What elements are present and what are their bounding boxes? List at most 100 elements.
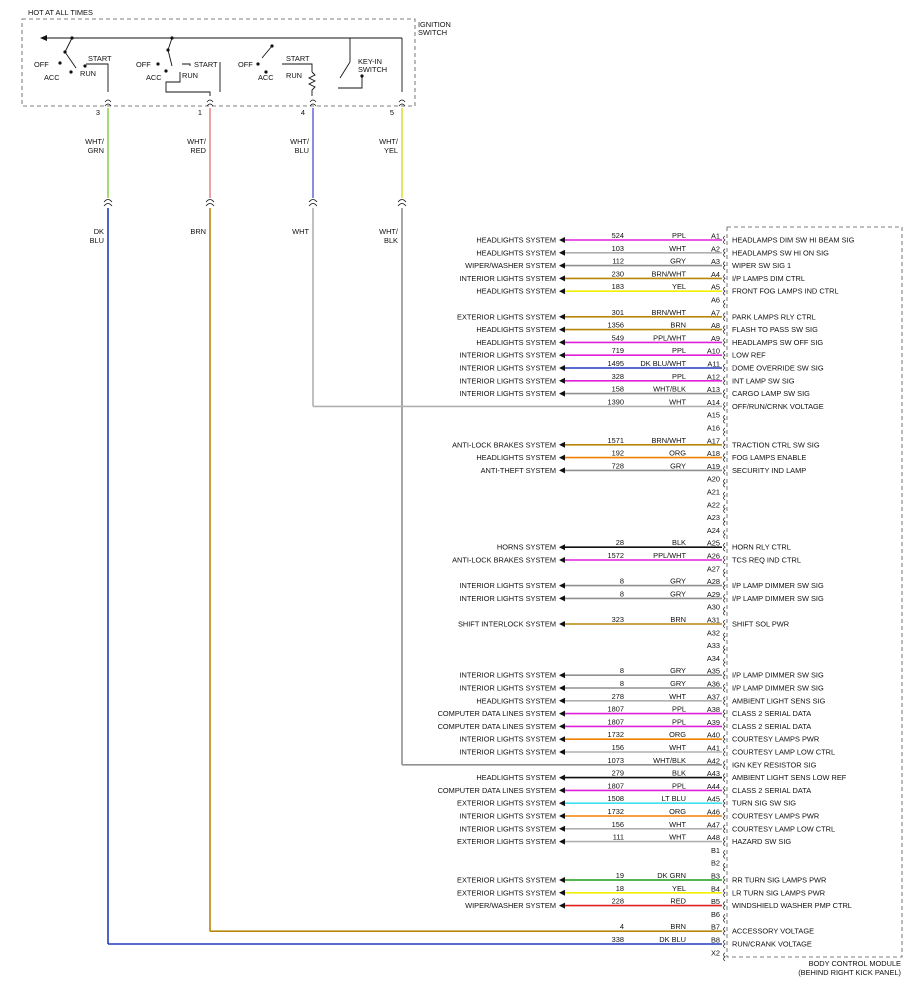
pin-label: B7: [711, 923, 720, 932]
switch4-resistor: [307, 71, 317, 96]
connector-terminal: [723, 914, 726, 923]
pin-label: A25: [707, 539, 720, 548]
connector-terminal: [723, 939, 726, 949]
keyin-blade: [339, 61, 351, 79]
pin-label: A7: [711, 308, 720, 317]
wire-color-label: GRY: [670, 461, 686, 470]
connector-terminal: [723, 568, 726, 578]
wire-arrow: [559, 557, 565, 563]
wire-color-label: PPL: [672, 781, 686, 790]
bcm-pin-row-b6: B6: [711, 910, 726, 923]
bcm-pin-row-a15: A15: [707, 411, 726, 424]
circuit-number: 156: [612, 743, 624, 752]
switch-pin-number: 5: [390, 108, 394, 117]
connector-terminal: [723, 901, 726, 910]
wire-color-label: RED: [670, 897, 686, 906]
circuit-number: 228: [612, 897, 624, 906]
wire-arrow: [559, 774, 565, 781]
pin-function-label: OFF/RUN/CRNK VOLTAGE: [732, 402, 824, 411]
connector-terminal: [723, 312, 726, 322]
pin-label: A6: [711, 296, 720, 305]
wire-arrow: [559, 838, 565, 845]
pin-function-label: TURN SIG SW SIG: [732, 799, 796, 808]
bcm-pin-row-a6: A6: [711, 296, 726, 309]
wire-arrow: [559, 339, 565, 346]
wire-arrow: [559, 237, 565, 243]
pin-function-label: CLASS 2 SERIAL DATA: [732, 786, 811, 795]
pin-label: A10: [707, 347, 720, 356]
switch1-start-lead: [182, 63, 191, 66]
system-label: EXTERIOR LIGHTS SYSTEM: [457, 876, 556, 885]
lower-color-label: WHT: [292, 227, 309, 236]
system-label: SHIFT INTERLOCK SYSTEM: [458, 620, 556, 629]
upper-color-label: WHT/: [85, 137, 105, 146]
pin-label: A45: [707, 795, 720, 804]
connector-terminal: [723, 338, 726, 347]
system-label: INTERIOR LIGHTS SYSTEM: [459, 581, 556, 590]
connector-terminal: [723, 773, 726, 782]
system-label: WIPER/WASHER SYSTEM: [465, 261, 556, 270]
circuit-number: 158: [612, 385, 624, 394]
connector-terminal: [723, 376, 726, 386]
system-label: INTERIOR LIGHTS SYSTEM: [459, 671, 556, 680]
pin-function-label: CARGO LAMP SW SIG: [732, 389, 810, 398]
connector-terminal: [723, 363, 726, 373]
wire-color-label: BRN: [670, 615, 686, 624]
wire-color-label: PPL: [672, 372, 686, 381]
connector-terminal: [723, 466, 726, 475]
wire-arrow: [559, 454, 565, 461]
system-label: ANTI-LOCK BRAKES SYSTEM: [452, 440, 556, 449]
switch3-off-label: OFF: [34, 60, 49, 69]
wire-color-label: PPL/WHT: [653, 551, 686, 560]
pin-label: A11: [707, 360, 720, 369]
connector-terminal: [723, 402, 726, 411]
system-label: EXTERIOR LIGHTS SYSTEM: [457, 888, 556, 897]
pin-function-label: SECURITY IND LAMP: [732, 466, 806, 475]
circuit-number: 8: [620, 589, 624, 598]
connector-terminal: [723, 952, 726, 962]
switch-terminal: [309, 99, 317, 107]
wire-arrow: [559, 365, 565, 371]
connector-terminal: [723, 709, 726, 718]
pin-label: A19: [707, 462, 720, 471]
pin-function-label: IGN KEY RESISTOR SIG: [732, 760, 817, 769]
pin-label: A20: [707, 475, 720, 484]
circuit-number: 338: [612, 935, 624, 944]
pin-label: B8: [711, 936, 720, 945]
switch-terminal: [104, 99, 112, 107]
hot-at-all-times-label: HOT AT ALL TIMES: [28, 8, 93, 17]
wire-color-label: PPL/WHT: [653, 333, 686, 342]
pin-label: A9: [711, 334, 720, 343]
system-label: COMPUTER DATA LINES SYSTEM: [438, 786, 556, 795]
pin-label: A23: [707, 513, 720, 522]
pin-label: A27: [707, 564, 720, 573]
wire-color-label: GRY: [670, 257, 686, 266]
circuit-number: 1807: [608, 717, 624, 726]
switch4-acc-label: ACC: [258, 73, 274, 82]
switch1-lever: [167, 37, 173, 51]
bcm-pin-row-x2: X2: [711, 948, 726, 962]
circuit-number: 192: [612, 449, 624, 458]
connector-terminal: [723, 555, 726, 565]
switch1-blade: [167, 49, 173, 67]
connector-terminal: [723, 542, 726, 552]
switch3-start-label: START: [88, 54, 112, 63]
wire-arrow: [559, 441, 565, 448]
pin-function-label: FOG LAMPS ENABLE: [732, 453, 806, 462]
pin-label: A8: [711, 321, 720, 330]
body-control-module: BODY CONTROL MODULE (BEHIND RIGHT KICK P…: [726, 226, 903, 977]
system-label: INTERIOR LIGHTS SYSTEM: [459, 351, 556, 360]
circuit-number: 112: [612, 257, 624, 266]
pin-function-label: HORN RLY CTRL: [732, 543, 791, 552]
circuit-number: 1732: [608, 807, 624, 816]
connector-terminal: [723, 760, 726, 770]
pin-function-label: AMBIENT LIGHT SENS SIG: [732, 696, 826, 705]
